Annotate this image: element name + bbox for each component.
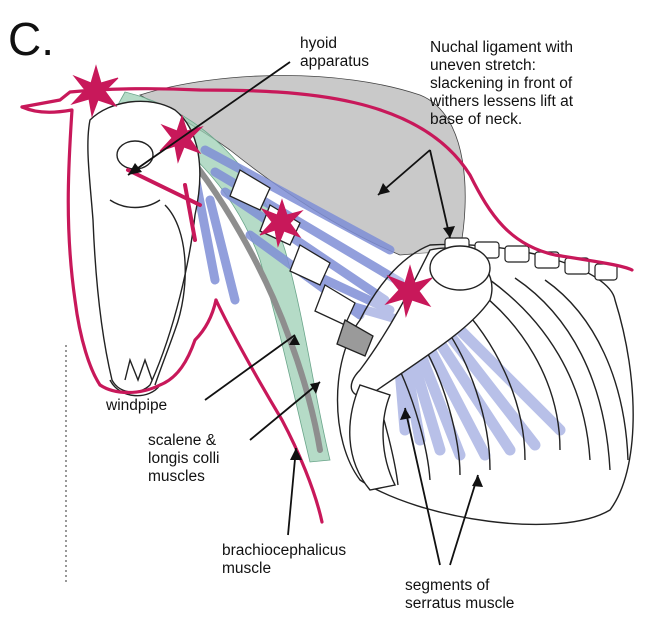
label-brachiocephalicus: brachiocephalicus muscle — [222, 542, 350, 577]
label-nuchal-ligament: Nuchal ligament with uneven stretch: sla… — [429, 39, 577, 128]
label-windpipe: windpipe — [105, 397, 167, 414]
panel-letter: C. — [8, 13, 54, 65]
label-hyoid-apparatus: hyoid apparatus — [300, 35, 369, 70]
label-serratus-segments: segments of serratus muscle — [405, 577, 514, 612]
shoulder-joint — [430, 246, 490, 290]
label-scalene-muscles: scalene & longis colli muscles — [148, 432, 224, 485]
